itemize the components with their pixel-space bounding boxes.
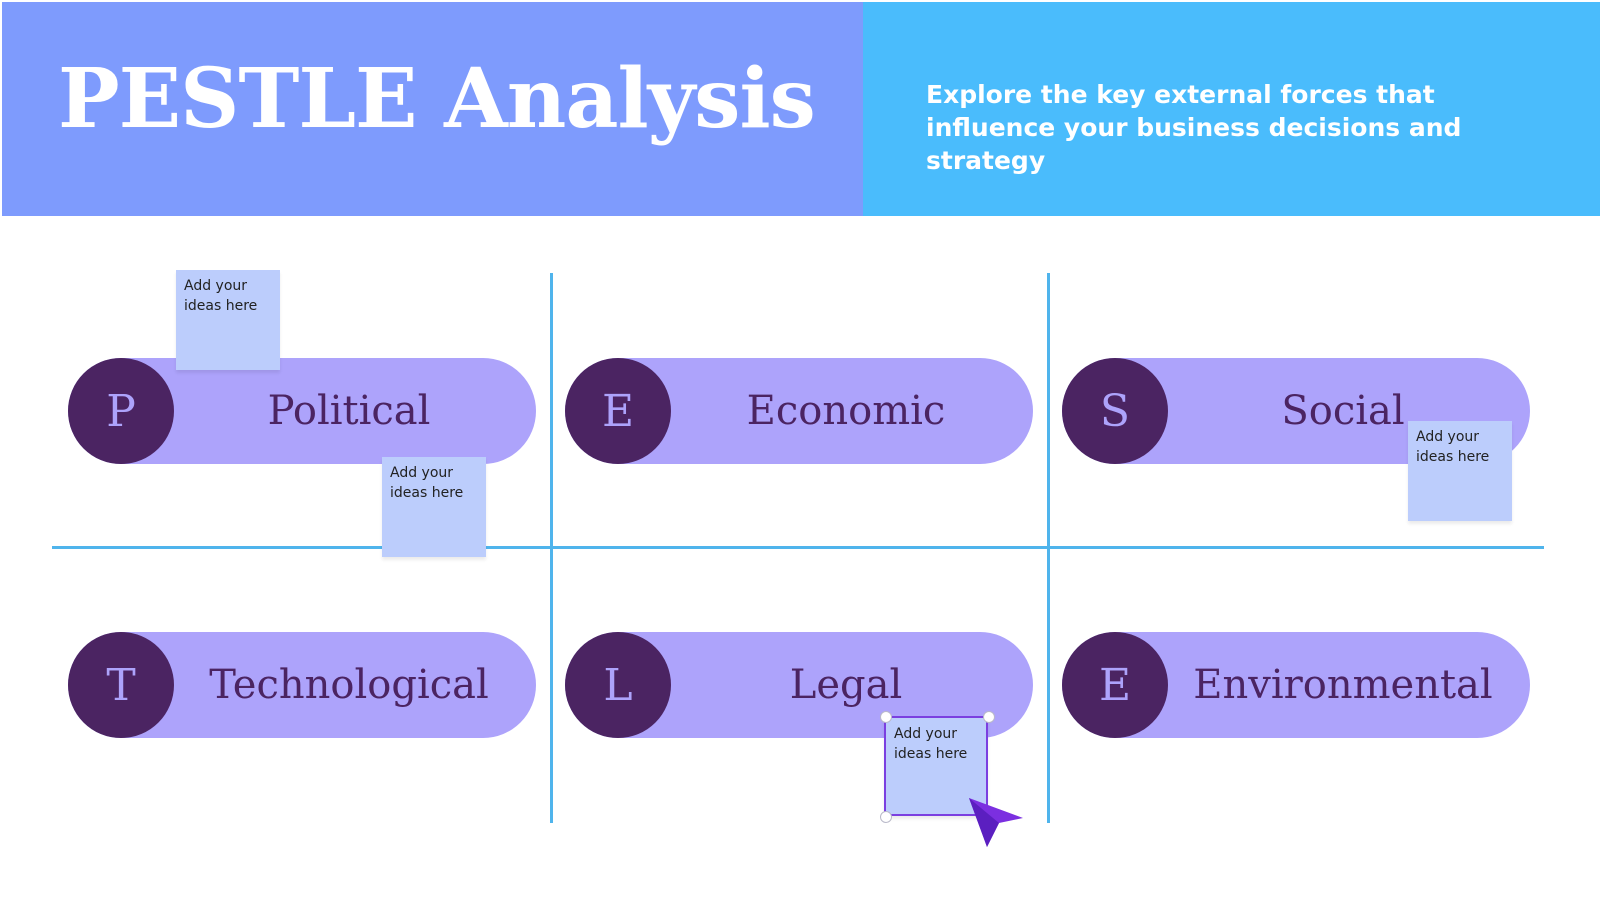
letter-badge: S: [1062, 358, 1168, 464]
letter-badge: P: [68, 358, 174, 464]
arrow-cursor-icon: [969, 798, 1023, 847]
pestle-card-social[interactable]: S Social: [1062, 358, 1530, 464]
letter-badge: E: [565, 358, 671, 464]
pestle-card-environmental[interactable]: E Environmental: [1062, 632, 1530, 738]
page-subtitle: Explore the key external forces that inf…: [926, 80, 1462, 175]
sticky-note[interactable]: Add your ideas here: [176, 270, 280, 370]
header-title-panel: [2, 2, 863, 216]
header-subtitle-panel: [863, 2, 1600, 216]
resize-handle[interactable]: [880, 711, 892, 723]
category-label: Economic: [746, 388, 946, 434]
grid-divider-horizontal: [52, 546, 1544, 549]
pestle-card-political[interactable]: P Political: [68, 358, 536, 464]
letter-badge: E: [1062, 632, 1168, 738]
category-label: Political: [267, 388, 431, 434]
category-label: Social: [1281, 388, 1405, 434]
category-label: Technological: [209, 662, 489, 708]
sticky-note[interactable]: Add your ideas here: [382, 457, 486, 557]
resize-handle[interactable]: [983, 711, 995, 723]
category-label: Environmental: [1193, 662, 1493, 708]
page-title: PESTLE Analysis: [58, 51, 816, 147]
pestle-card-economic[interactable]: E Economic: [565, 358, 1033, 464]
resize-handle[interactable]: [880, 811, 892, 823]
letter-badge: L: [565, 632, 671, 738]
pestle-card-technological[interactable]: T Technological: [68, 632, 536, 738]
sticky-note[interactable]: Add your ideas here: [1408, 421, 1512, 521]
letter-badge: T: [68, 632, 174, 738]
category-label: Legal: [789, 662, 903, 708]
